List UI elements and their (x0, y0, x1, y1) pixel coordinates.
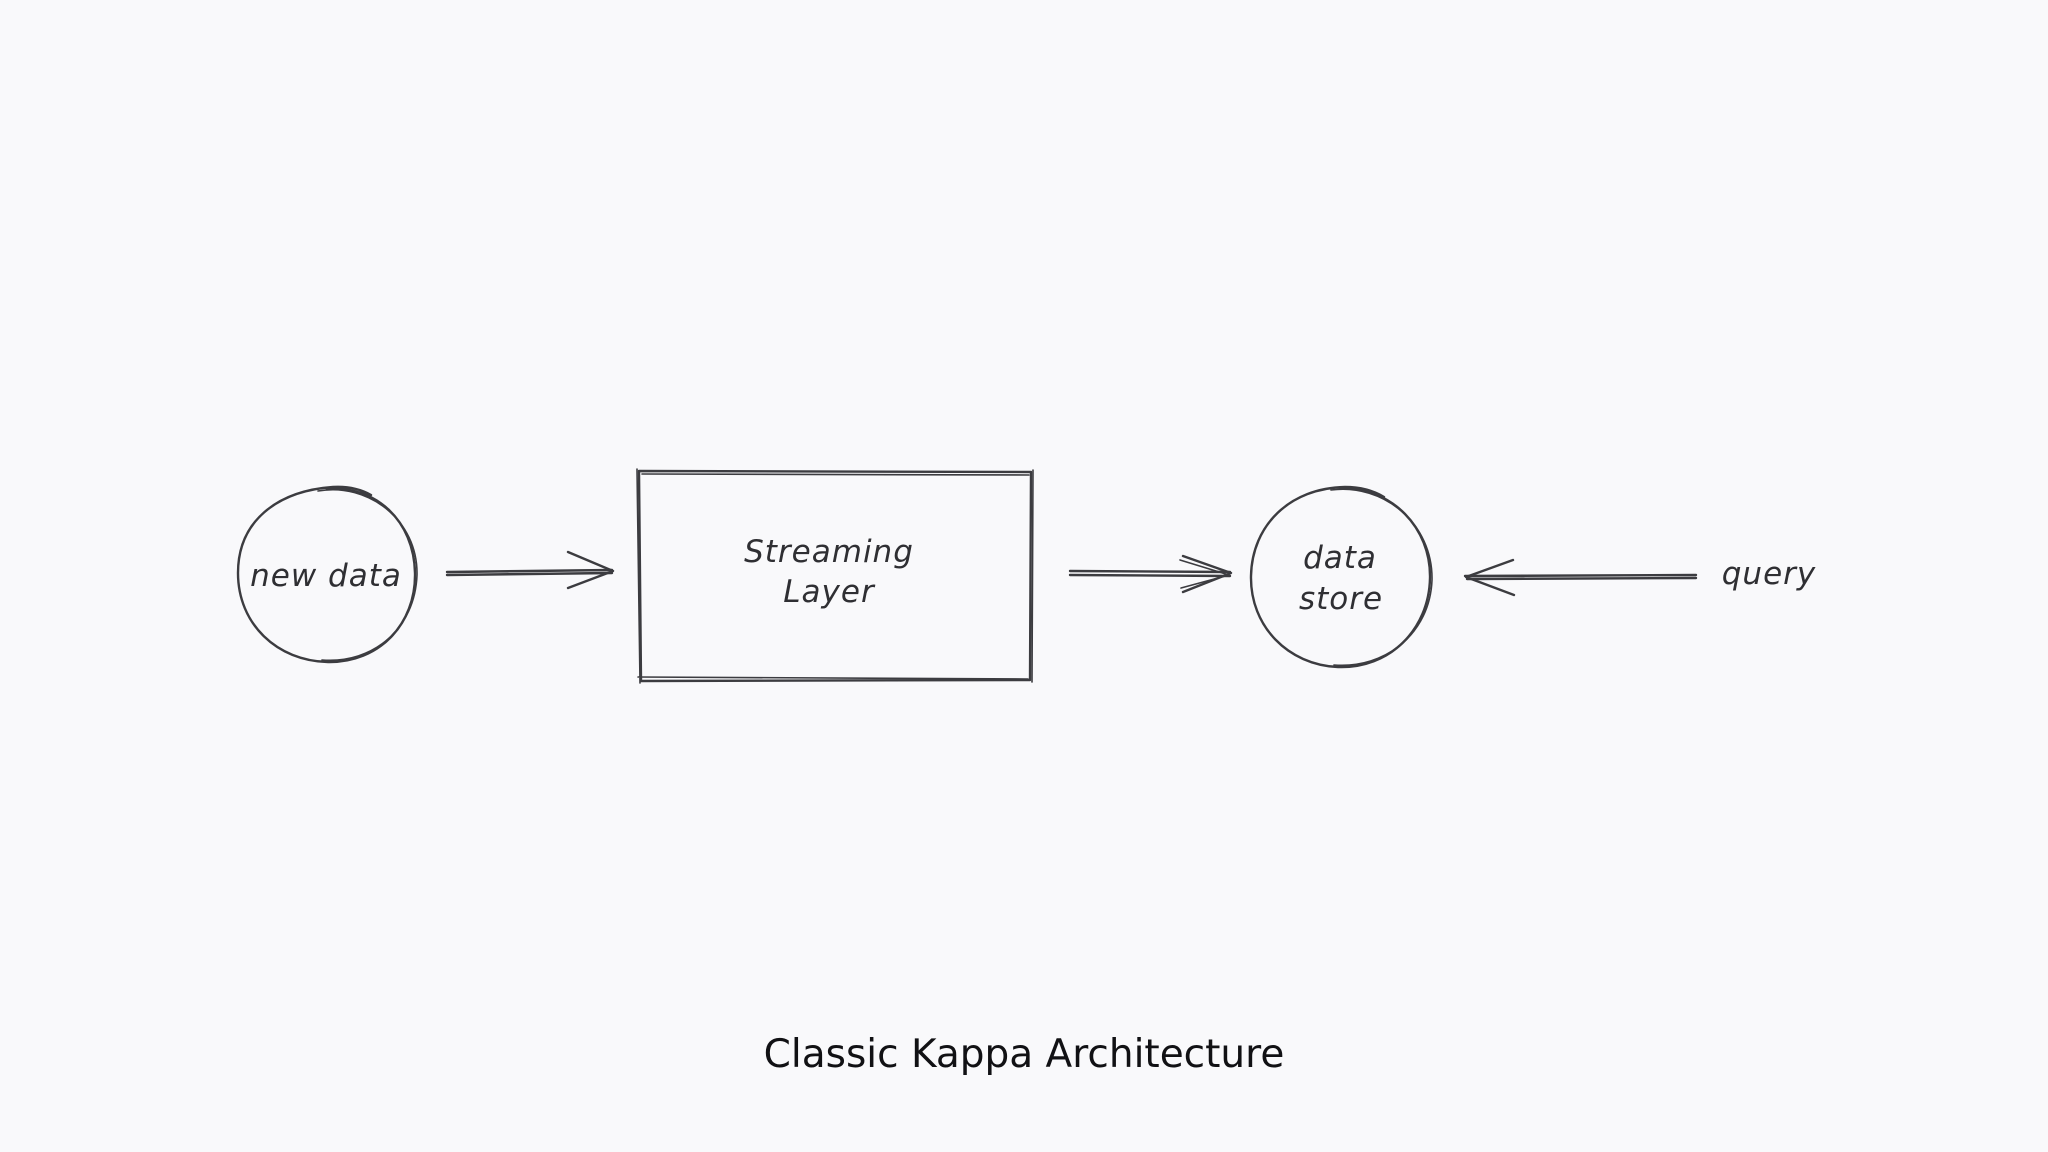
node-new-data: new data (236, 485, 418, 664)
edge-line (1463, 573, 1698, 581)
node-streaming-layer: Streaming Layer (636, 468, 1034, 684)
node-streaming-layer-box-overstroke (636, 468, 1034, 684)
node-data-store: data store (1249, 485, 1433, 669)
edge-new-data-to-streaming (445, 550, 615, 590)
edge-query-to-data-store (1463, 558, 1698, 597)
arrowhead-icon (1464, 558, 1516, 597)
arrowhead-icon (1181, 554, 1233, 594)
node-new-data-circle (236, 485, 417, 664)
node-streaming-layer-label-line2: Layer (783, 574, 876, 610)
node-data-store-label-line1: data (1303, 540, 1377, 576)
arrowhead-icon-overstroke (1179, 559, 1230, 589)
node-query: query (1722, 556, 1817, 592)
diagram-caption: Classic Kappa Architecture (763, 1032, 1285, 1077)
edge-line (1068, 569, 1232, 578)
node-streaming-layer-box (637, 469, 1033, 683)
node-data-store-label-line2: store (1299, 581, 1383, 617)
arrowhead-icon (566, 550, 615, 590)
edge-line (445, 568, 614, 577)
node-streaming-layer-label-line1: Streaming (744, 534, 914, 570)
node-data-store-circle-overstroke (1330, 488, 1433, 667)
node-new-data-circle-overstroke (317, 488, 418, 662)
node-data-store-circle (1249, 485, 1432, 669)
node-query-label: query (1722, 556, 1817, 592)
edge-streaming-to-data-store (1068, 554, 1233, 594)
node-new-data-label: new data (250, 558, 402, 594)
